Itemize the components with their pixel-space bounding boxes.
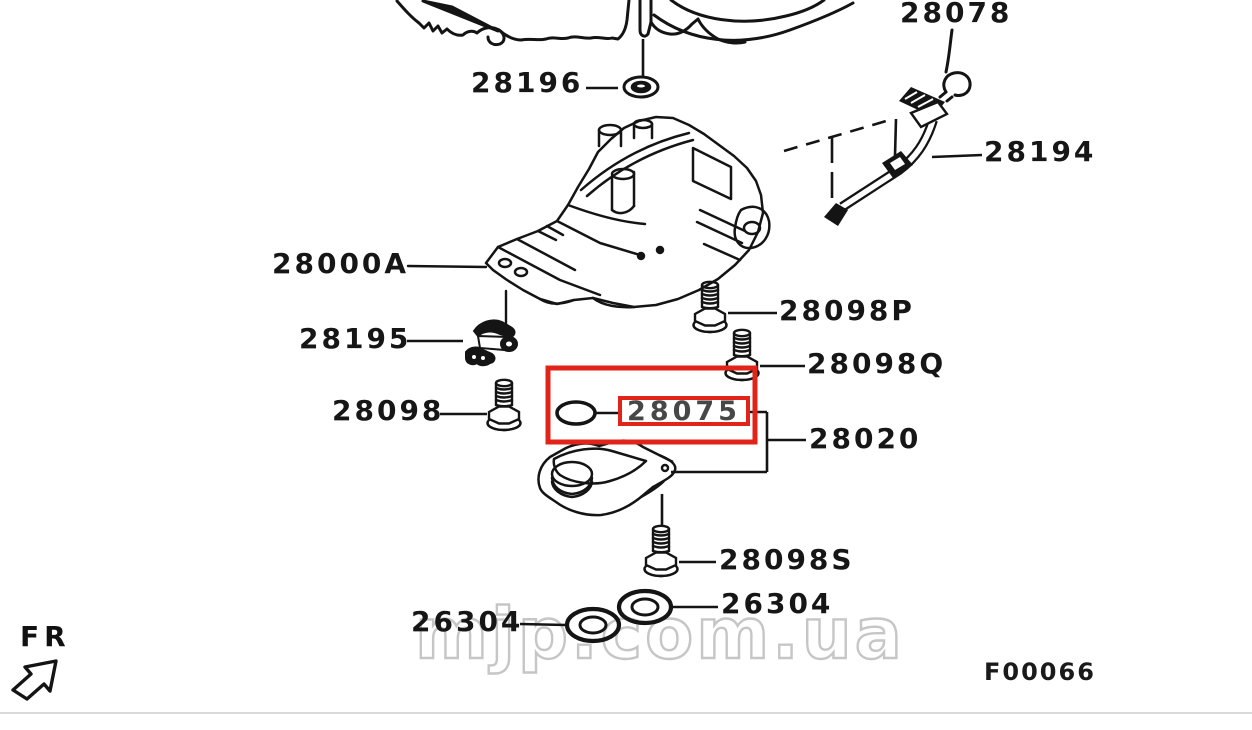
fr-orientation-label: FR [20, 620, 71, 653]
figure-code: F00066 [984, 658, 1096, 686]
part-label-26304-left: 26304 [411, 605, 524, 638]
oil-filter-28020-drawing [537, 439, 677, 526]
dipstick-tube-28194-drawing [783, 87, 983, 226]
bolt-28098Q-drawing [724, 328, 805, 382]
bolt-28098-drawing [440, 378, 522, 432]
part-label-28078: 28078 [900, 0, 1013, 29]
washer-26304-right-drawing [616, 588, 718, 626]
highlight-box-outer [545, 365, 758, 445]
part-label-28196: 28196 [471, 66, 584, 99]
valve-body-28000A-drawing [406, 115, 771, 326]
part-label-28075-highlighted: 28075 [627, 396, 741, 427]
bolt-28098S-drawing [643, 524, 716, 578]
part-label-28098Q: 28098Q [807, 347, 947, 380]
bracket-28195-drawing [407, 319, 518, 367]
washer-26304-left-drawing [519, 606, 622, 644]
hook-clip-28078-drawing [938, 28, 972, 103]
part-label-28098S: 28098S [719, 543, 855, 576]
grommet-28196-drawing [586, 39, 660, 99]
part-label-28098: 28098 [332, 394, 445, 427]
part-label-28020: 28020 [809, 422, 922, 455]
fr-arrow-icon [11, 659, 58, 701]
divider-line [0, 712, 1252, 714]
part-label-28098P: 28098P [779, 294, 915, 327]
part-label-28000A: 28000A [272, 247, 410, 280]
transmission-case-outline [395, 0, 855, 47]
part-label-28194: 28194 [984, 135, 1097, 168]
highlight-box-inner [618, 396, 750, 426]
part-label-28195: 28195 [299, 322, 412, 355]
part-label-26304-right: 26304 [721, 587, 834, 620]
bolt-28098P-drawing [692, 280, 777, 334]
highlight-boxes [545, 365, 758, 445]
